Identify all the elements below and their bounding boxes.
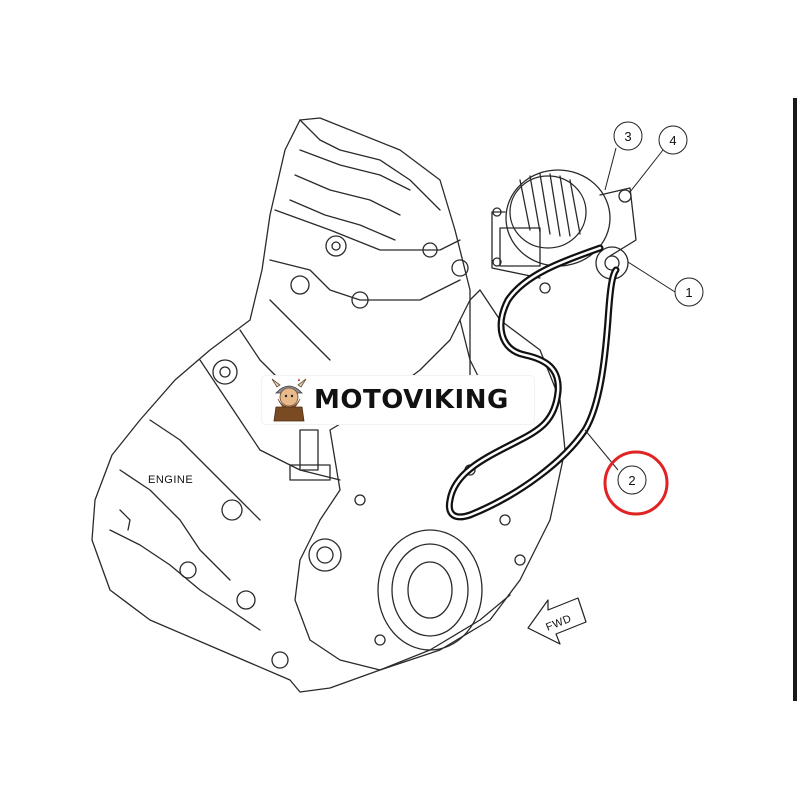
callout-4[interactable]: 4 bbox=[659, 126, 687, 154]
front-cover bbox=[295, 290, 565, 670]
callout-1-label: 1 bbox=[685, 285, 692, 300]
engine-label: ENGINE bbox=[148, 474, 193, 486]
brand-name: MOTOVIKING bbox=[314, 385, 509, 415]
viking-mascot-icon bbox=[268, 377, 310, 423]
leader-lines bbox=[585, 148, 675, 470]
fwd-arrow: FWD bbox=[528, 598, 586, 644]
callout-4-label: 4 bbox=[669, 133, 676, 148]
callout-2-label: 2 bbox=[628, 473, 635, 488]
callout-1[interactable]: 1 bbox=[675, 278, 703, 306]
callout-2[interactable]: 2 bbox=[605, 452, 667, 514]
callout-3-label: 3 bbox=[624, 129, 631, 144]
brand-watermark: MOTOVIKING bbox=[262, 376, 534, 424]
callout-3[interactable]: 3 bbox=[614, 122, 642, 150]
right-edge-bar bbox=[793, 98, 797, 701]
